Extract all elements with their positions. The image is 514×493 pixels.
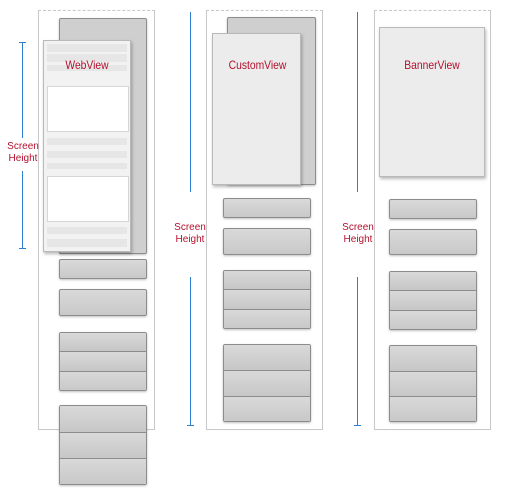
bannerview-title: BannerView xyxy=(404,58,460,72)
customview-indicator-line-top xyxy=(190,12,191,192)
customview-row-2 xyxy=(223,228,311,255)
webview-indicator-line-bottom xyxy=(22,171,23,248)
customview-screen-height-label: Screen Height xyxy=(174,222,206,245)
customview-title: CustomView xyxy=(228,58,287,72)
bannerview-indicator-line-bottom xyxy=(357,277,358,425)
bannerview-card xyxy=(379,27,485,177)
bannerview-row-1 xyxy=(389,199,477,219)
webview-row-1 xyxy=(59,259,147,279)
customview-group-2 xyxy=(223,344,311,422)
bannerview-group-2 xyxy=(389,345,477,422)
customview-indicator-bottom-tick xyxy=(187,425,194,426)
webview-title: WebView xyxy=(65,58,109,72)
webview-group-1 xyxy=(59,332,147,391)
customview-card xyxy=(212,33,301,185)
bannerview-group-1 xyxy=(389,271,477,330)
webview-indicator-bottom-tick xyxy=(19,248,26,249)
bannerview-row-2 xyxy=(389,229,477,255)
customview-group-1 xyxy=(223,270,311,329)
bannerview-screen-height-label: Screen Height xyxy=(342,222,374,245)
bannerview-indicator-bottom-tick xyxy=(354,425,361,426)
customview-indicator-line-bottom xyxy=(190,277,191,425)
webview-indicator-line-top xyxy=(22,42,23,138)
webview-card xyxy=(43,40,131,252)
webview-screen-height-label: Screen Height xyxy=(7,141,39,164)
webview-group-2 xyxy=(59,405,147,485)
customview-row-1 xyxy=(223,198,311,218)
bannerview-indicator-line-top xyxy=(357,12,358,192)
webview-row-2 xyxy=(59,289,147,316)
